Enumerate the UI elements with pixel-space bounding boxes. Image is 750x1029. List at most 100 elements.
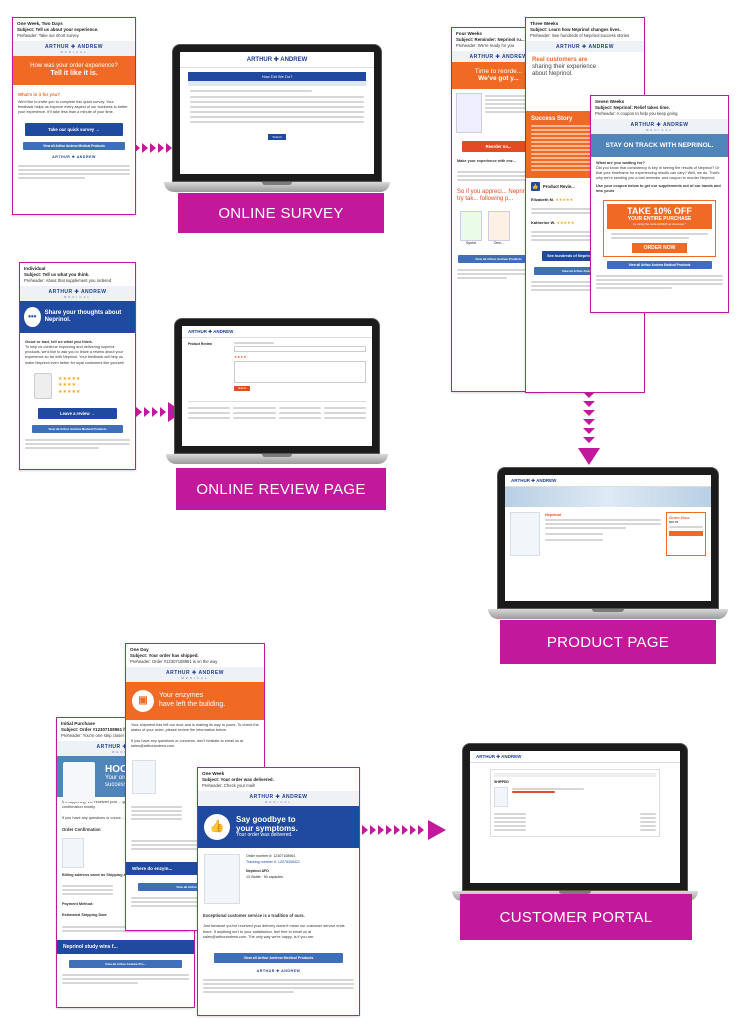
arrow-campaign-to-product: [578, 392, 600, 465]
view-products-button[interactable]: View all Arthur Andrew Pro...: [69, 959, 182, 968]
email-contact: If you have any questions or conce... us…: [62, 816, 179, 821]
review-screen: ARTHUR ✚ ANDREW Product Review ★★★★ Subm…: [182, 326, 372, 446]
review-title-input[interactable]: [234, 346, 366, 352]
order-now-heading: Order Now: [669, 515, 690, 520]
email-subject: Subject: Reminder: Neprinol ru...: [456, 37, 525, 43]
site-logo: ARTHUR ✚ ANDREW: [505, 475, 711, 487]
product-image: [510, 512, 540, 556]
brand-logo-footer: ARTHUR ✚ ANDREW: [198, 965, 359, 975]
email-subject: Subject: Order #12307108961 has been pla…: [61, 727, 159, 733]
success-stories-button[interactable]: See hundreds of Neprinol success stories: [542, 251, 628, 262]
fine-print: [591, 271, 728, 293]
add-to-cart-button[interactable]: [669, 531, 703, 536]
email-body: Did you know that consistency is key in …: [596, 165, 720, 180]
email-hero: How was your order experience? Tell it l…: [13, 55, 135, 85]
order-box: Order Now $68.95: [666, 512, 706, 556]
email-timing: One Day: [130, 647, 149, 652]
survey-submit-button[interactable]: Submit: [268, 134, 286, 140]
ship-date: Estimated Shipping Date: [62, 913, 107, 918]
laptop-review: ARTHUR ✚ ANDREW Product Review ★★★★ Subm…: [166, 318, 388, 464]
view-products-button[interactable]: View all Arthur Andrew Medical Products: [607, 261, 712, 270]
survey-screen: ARTHUR ✚ ANDREW How Did We Do? Submit: [180, 52, 374, 174]
review-submit-button[interactable]: Submit: [234, 386, 250, 391]
box-icon: ▣: [132, 689, 154, 712]
email-preheader: Preheader: Take our short survey: [17, 33, 79, 39]
laptop-product: ARTHUR ✚ ANDREW Neprinol Order Now $68.9…: [488, 467, 728, 619]
laptop-survey: ARTHUR ✚ ANDREW How Did We Do? Submit: [164, 44, 390, 192]
email-timing: Three Weeks: [530, 21, 559, 26]
view-products-button[interactable]: View all Arthur Andrew Medical Products: [214, 952, 343, 963]
section-title: What's in it for you?: [18, 91, 61, 97]
portal-screen: ARTHUR ✚ ANDREW SHIPPED: [470, 751, 680, 883]
email-timing: Four Weeks: [456, 31, 482, 36]
reviews-heading: Product Revie...: [543, 184, 575, 190]
label-product-page: PRODUCT PAGE: [500, 620, 716, 664]
label-online-survey: ONLINE SURVEY: [178, 193, 384, 233]
leave-review-button[interactable]: Leave a review →: [38, 407, 117, 419]
star-rating: ★★★★★: [556, 220, 575, 226]
email-subject: Subject: Learn how Neprinol changes live…: [530, 27, 621, 33]
view-products-button[interactable]: View all Arthur Andrew Products: [534, 267, 636, 276]
review-text-input[interactable]: [234, 361, 366, 383]
email-preheader: Preheader: We're ready for you: [456, 43, 515, 49]
email-survey: One Week, Two Days Subject: Tell us abou…: [12, 17, 136, 215]
email-headline: Make your experience with enz...: [457, 158, 516, 163]
survey-button[interactable]: Take our quick survey →: [25, 123, 123, 137]
email-body: Just because you've received your delive…: [203, 924, 345, 939]
email-timing: One Week, Two Days: [17, 21, 63, 26]
appreciate-text: So if you appreci... Neprinol, try tak..…: [457, 188, 533, 203]
email-timing: Individual: [24, 266, 46, 271]
brand-logo: ARTHUR ✚ ANDREW: [526, 40, 644, 52]
product-image: [494, 787, 508, 807]
email-timing: Initial Purchase: [61, 721, 95, 726]
study-banner: Neprinol study wins f...: [57, 939, 194, 954]
fine-print: [13, 161, 135, 183]
reorder-button[interactable]: Reorder no...: [462, 140, 535, 152]
coupon-instructions: Use your coupon below to get our supplem…: [596, 184, 721, 194]
product-bottle-image: [62, 838, 84, 869]
email-subject: Subject: Your order has shipped.: [130, 653, 199, 659]
review-stars[interactable]: ★★★★: [234, 355, 247, 359]
product-bottle-image: [34, 372, 52, 399]
email-seven-weeks: Seven Weeks Subject: Neprinol: Relief ta…: [590, 95, 729, 313]
site-logo: ARTHUR ✚ ANDREW: [180, 52, 374, 68]
product-name: Neprinol: [545, 512, 562, 517]
review-page-heading: Product Review: [188, 342, 212, 346]
chat-bubble-icon: •••: [24, 306, 41, 327]
email-preheader: Preheader: About that supplement you ord…: [24, 278, 112, 284]
star-rating: ★★★★★★★★★★★★★★: [58, 375, 81, 395]
fine-print: [452, 265, 545, 283]
brand-logo-footer: ARTHUR ✚ ANDREW: [13, 152, 135, 162]
reviewer-name: Elizabeth M.: [531, 197, 555, 203]
view-products-button[interactable]: View all Arthur Andrew P...: [138, 883, 252, 892]
view-products-button[interactable]: View all Arthur Andrew Medical Products: [32, 424, 123, 433]
product-bottle-image: [132, 760, 156, 795]
laptop-portal: ARTHUR ✚ ANDREW SHIPPED: [452, 743, 698, 901]
reviewer-name: Katherine W.: [531, 220, 556, 226]
email-preheader: Preheader: See hundreds of Neprinol succ…: [530, 33, 630, 39]
email-delivered: One Week Subject: Your order was deliver…: [197, 767, 360, 1016]
product-name: Neprinol AFD: [246, 869, 269, 874]
survey-title: How Did We Do?: [188, 72, 366, 81]
email-hero: Real customers are sharing their experie…: [526, 51, 644, 84]
thumbs-up-icon: 👍: [531, 182, 540, 192]
product-bottle-image: [63, 761, 95, 802]
product-bottle-image: [456, 92, 482, 133]
email-review: Individual Subject: Tell us what you thi…: [19, 262, 136, 470]
email-preheader: Preheader: Check your mail!: [202, 783, 256, 789]
product-price: $68.95: [669, 520, 679, 524]
email-body: Your shipment has left our door and is m…: [131, 722, 259, 732]
section-title: Exceptional customer service is a tradit…: [203, 912, 305, 918]
email-body: To help us continue improving and delive…: [25, 345, 125, 365]
view-products-button[interactable]: View all Arthur Andrew Products: [458, 255, 539, 264]
view-products-button[interactable]: View all Arthur Andrew Medical Products: [23, 142, 125, 151]
email-subject: Subject: Neprinol: Relief takes time.: [595, 105, 670, 111]
tracking-number[interactable]: Tracking number #: 1Z078306421: [246, 859, 301, 864]
product-omni: Omn...: [488, 211, 510, 245]
order-now-button[interactable]: ORDER NOW: [631, 243, 688, 254]
